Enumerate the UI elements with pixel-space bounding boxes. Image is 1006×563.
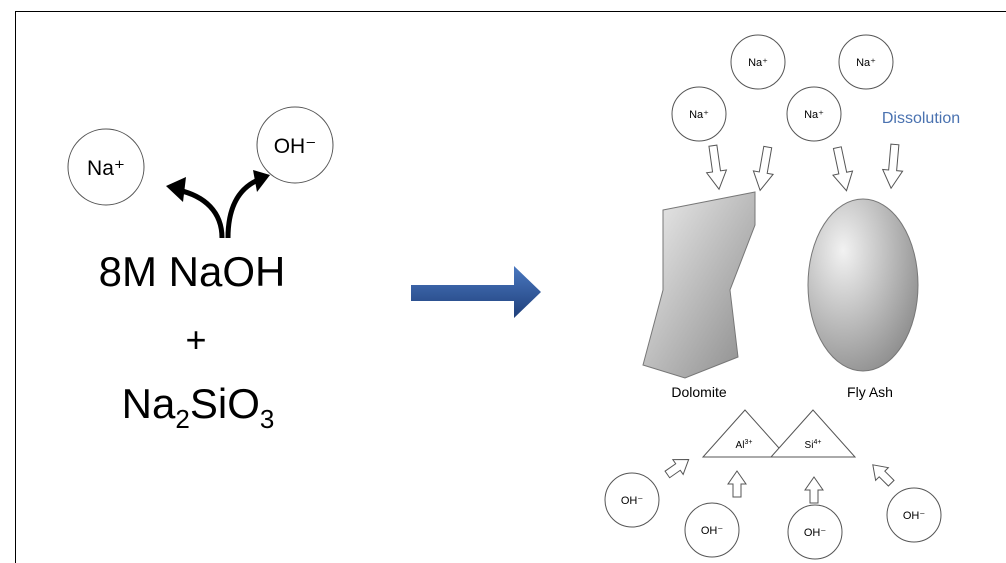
sodium-ion-label: Na⁺ [87,157,125,180]
figure-frame [15,11,1006,563]
reagent-sio: SiO [190,380,260,427]
hydroxide-ion-circle [256,106,334,184]
reagent-sub-3: 3 [260,404,274,434]
reagent-na: Na [122,380,176,427]
fly-ash-particle [807,198,919,372]
up-arrow-icon [727,470,747,498]
al-base: Al [736,440,745,451]
down-arrow-icon [705,144,728,191]
curved-arrow-right-icon [225,177,260,239]
plus-sign: + [185,319,206,360]
top-na-ion-label: Na⁺ [856,57,876,69]
dissolution-label: Dissolution [882,110,960,127]
top-na-ion-circle [838,34,894,90]
left-panel: Na⁺ OH⁻ 8M NaOH + Na2SiO3 [67,106,334,434]
curved-arrow-left-head [166,177,186,202]
reagent-sodium-silicate: Na2SiO3 [122,380,275,434]
reagent-naoh: 8M NaOH [99,248,286,295]
curved-arrow-left-icon [177,187,225,239]
bottom-oh-ion-label: OH⁻ [903,510,926,522]
top-na-ion-label: Na⁺ [804,109,824,121]
reagent-sub-2: 2 [175,404,189,434]
fly-ash-label: Fly Ash [847,384,893,400]
bottom-oh-ion-circle [886,487,942,543]
top-na-ion-label: Na⁺ [748,57,768,69]
dolomite-label: Dolomite [671,384,726,400]
al-cation-label: Al3+ [736,439,753,451]
al-charge: 3+ [744,439,752,446]
si-charge: 4+ [813,439,821,446]
down-arrow-icon [832,146,854,192]
si-cation-label: Si4+ [805,439,822,451]
bottom-oh-ion-circle [604,472,660,528]
al-triangle [701,409,789,458]
up-arrow-icon [872,464,895,487]
top-na-ion-circle [671,86,727,142]
bottom-oh-ion-label: OH⁻ [621,495,644,507]
bottom-oh-ion-label: OH⁻ [804,527,827,539]
bottom-oh-ion-label: OH⁻ [701,525,724,537]
sodium-ion-circle [67,128,145,206]
si-triangle [769,409,857,458]
bottom-oh-ion-circle [787,504,843,560]
right-panel: Na⁺ Na⁺ Na⁺ Na⁺ Dissolution Dolomite Fly… [604,34,960,560]
si-base: Si [805,440,814,451]
top-na-ion-circle [786,86,842,142]
down-arrow-icon [881,143,904,190]
down-arrow-icon [752,145,775,192]
process-arrow-icon [411,266,541,318]
up-arrow-icon [804,476,824,504]
curved-arrow-right-head [253,170,270,192]
up-arrow-icon [664,459,690,479]
dolomite-particle [642,191,756,379]
top-na-ion-label: Na⁺ [689,109,709,121]
top-na-ion-circle [730,34,786,90]
bottom-oh-ion-circle [684,502,740,558]
hydroxide-ion-label: OH⁻ [274,135,317,158]
